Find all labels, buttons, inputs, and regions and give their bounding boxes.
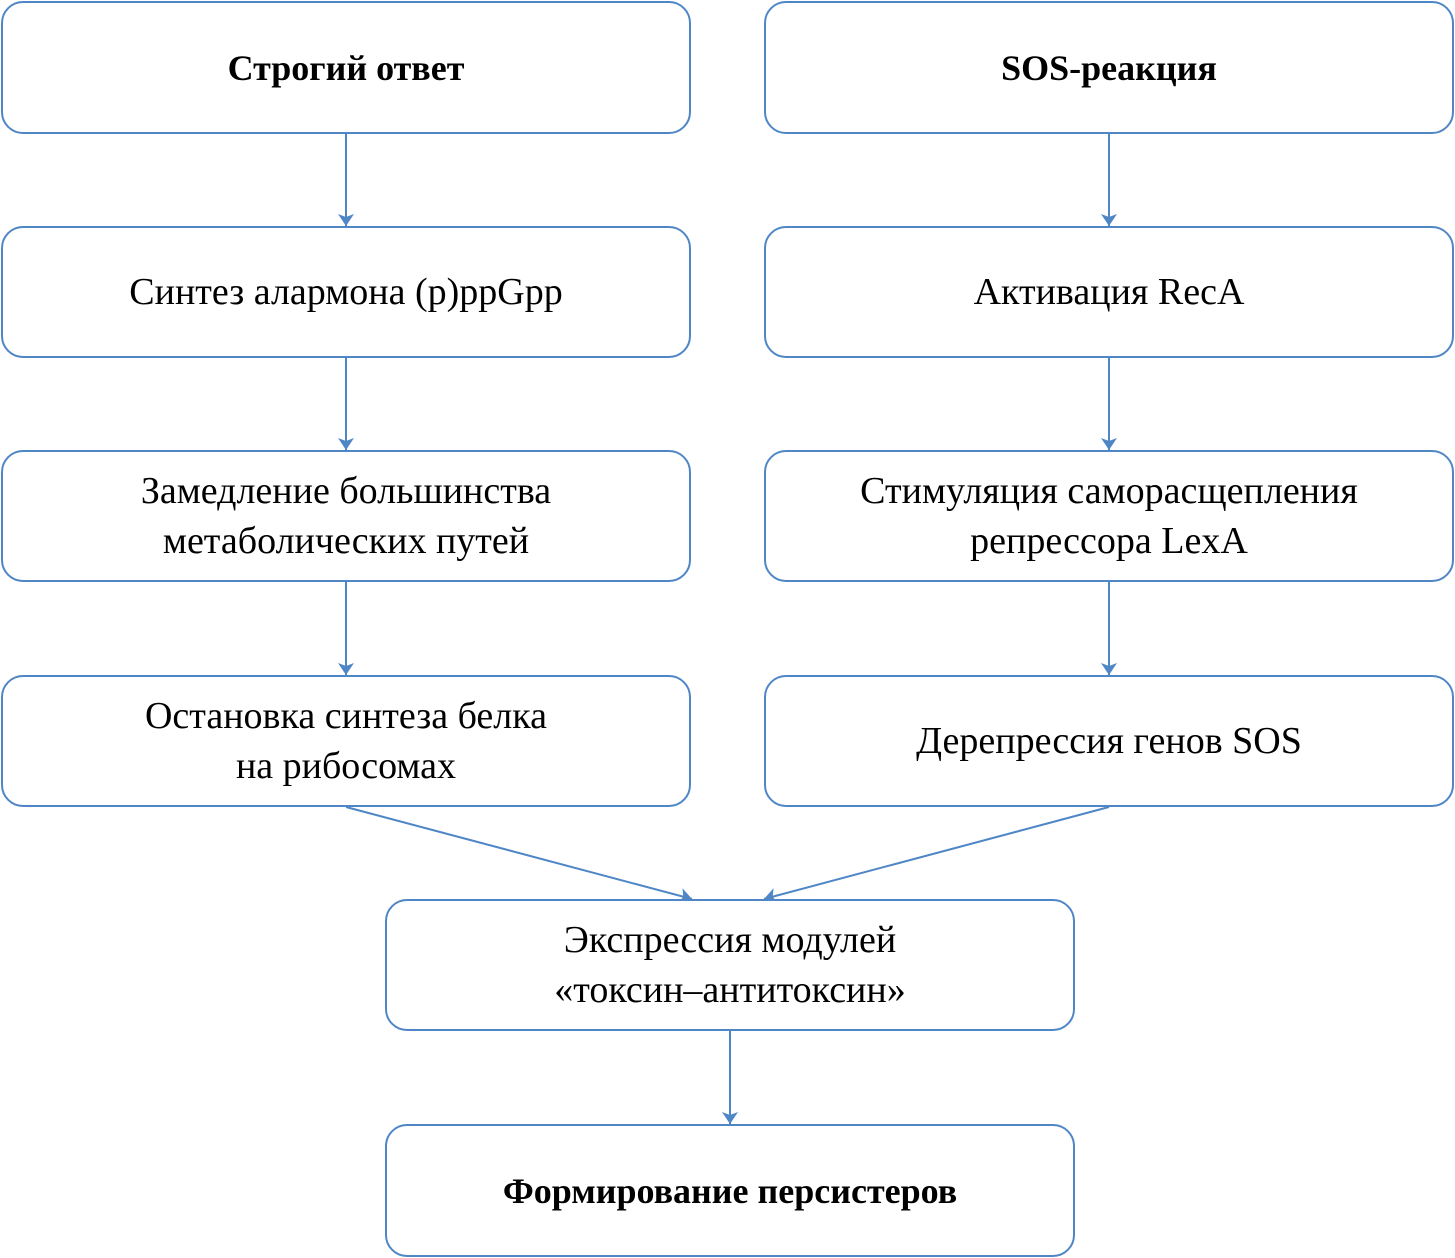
node-label-line: метаболических путей: [162, 520, 530, 562]
node-alarmone-synthesis: Синтез алармона (p)ppGpp: [1, 226, 691, 358]
node-label-line: Замедление большинства: [140, 470, 552, 512]
node-label-line: на рибосомах: [235, 745, 457, 787]
node-label-line: Синтез алармона (p)ppGpp: [129, 271, 563, 313]
node-label-line: репрессора LexA: [970, 520, 1248, 562]
node-sos-response: SOS-реакция: [764, 1, 1454, 134]
node-label-line: Остановка синтеза белка: [144, 695, 548, 737]
node-label-line: Строгий ответ: [227, 47, 465, 88]
node-lexa-cleavage: Стимуляция саморасщепления репрессора Le…: [764, 450, 1454, 582]
node-toxin-antitoxin-expression: Экспрессия модулей «токсин–антитоксин»: [385, 899, 1075, 1031]
node-label-line: Формирование персистеров: [502, 1170, 958, 1211]
node-sos-gene-derepression: Дерепрессия генов SOS: [764, 675, 1454, 807]
node-label-line: Дерепрессия генов SOS: [916, 720, 1302, 762]
node-label-line: Стимуляция саморасщепления: [860, 470, 1358, 512]
arrow-derepression-to-ta_expression: [763, 806, 1110, 904]
node-persister-formation: Формирование персистеров: [385, 1124, 1075, 1257]
node-protein-synthesis-stop: Остановка синтеза белка на рибосомах: [1, 675, 691, 807]
node-reca-activation: Активация RecA: [764, 226, 1454, 358]
node-label-line: SOS-реакция: [1001, 47, 1217, 88]
node-stringent-response: Строгий ответ: [1, 1, 691, 134]
arrow-protein_stop-to-ta_expression: [345, 806, 693, 904]
node-label-line: Активация RecA: [973, 271, 1245, 313]
node-label-line: Экспрессия модулей: [563, 919, 897, 961]
node-metabolic-slowdown: Замедление большинства метаболических пу…: [1, 450, 691, 582]
node-label-line: «токсин–антитоксин»: [554, 969, 906, 1011]
